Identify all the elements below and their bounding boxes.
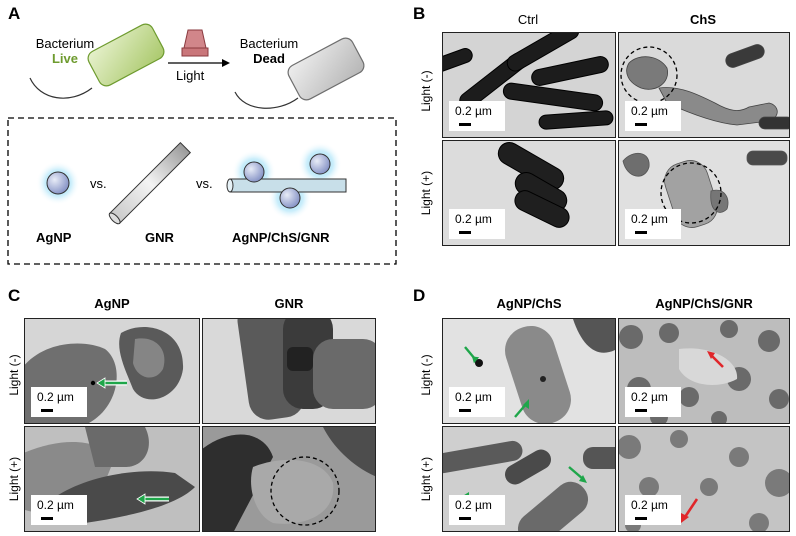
row-label-d-plus: Light (+) bbox=[419, 456, 433, 502]
scale-bar-line bbox=[635, 123, 647, 126]
dead-label: Bacterium Dead bbox=[234, 36, 304, 66]
tem-chs-light-plus: 0.2 µm bbox=[618, 140, 790, 246]
vs-label-1: vs. bbox=[90, 176, 107, 191]
agnp-label: AgNP bbox=[36, 230, 72, 245]
header-ctrl: Ctrl bbox=[517, 12, 539, 27]
scale-bar-text: 0.2 µm bbox=[631, 104, 668, 118]
agnp-icon bbox=[36, 161, 80, 205]
light-label: Light bbox=[176, 68, 205, 83]
scale-bar-text: 0.2 µm bbox=[37, 390, 74, 404]
comparison-box bbox=[7, 117, 397, 265]
scale-bar: 0.2 µm bbox=[31, 495, 87, 525]
row-label-b-minus: Light (-) bbox=[419, 70, 433, 112]
scale-bar-text: 0.2 µm bbox=[455, 104, 492, 118]
tem-agnp-chs-gnr-light-minus-image bbox=[619, 320, 789, 423]
vs-label-2: vs. bbox=[196, 176, 213, 191]
scale-bar-line bbox=[635, 409, 647, 412]
agnp-chs-gnr-label: AgNP/ChS/GNR bbox=[232, 230, 330, 245]
live-label: Bacterium Live bbox=[30, 36, 100, 66]
panel-letter-a: A bbox=[8, 4, 21, 23]
gnr-label: GNR bbox=[145, 230, 174, 245]
scale-bar-line bbox=[41, 517, 53, 520]
header-agnp: AgNP bbox=[94, 296, 130, 311]
row-label-c-minus: Light (-) bbox=[7, 354, 21, 396]
row-label-c-plus: Light (+) bbox=[7, 456, 21, 502]
row-label-b-plus: Light (+) bbox=[419, 170, 433, 216]
schematic-panel: Bacterium Live Light Bacterium Dead vs. … bbox=[0, 0, 405, 270]
tem-agnp-chs-light-minus-image bbox=[464, 319, 615, 423]
scale-bar-text: 0.2 µm bbox=[455, 498, 492, 512]
scale-bar-text: 0.2 µm bbox=[455, 212, 492, 226]
scale-bar-line bbox=[459, 409, 471, 412]
tem-agnp-chs-light-plus: 0.2 µm bbox=[442, 426, 616, 532]
scale-bar-line bbox=[459, 231, 471, 234]
dead-label-line2: Dead bbox=[253, 51, 285, 66]
scale-bar-text: 0.2 µm bbox=[631, 498, 668, 512]
process-arrow-head bbox=[222, 59, 230, 67]
scale-bar: 0.2 µm bbox=[31, 387, 87, 417]
live-label-line2: Live bbox=[51, 51, 78, 66]
tem-gnr-light-minus bbox=[202, 318, 376, 424]
scale-bar-line bbox=[635, 231, 647, 234]
scale-bar-line bbox=[459, 123, 471, 126]
tem-agnp-light-plus: 0.2 µm bbox=[24, 426, 200, 532]
scale-bar-line bbox=[41, 409, 53, 412]
scale-bar-text: 0.2 µm bbox=[631, 212, 668, 226]
scale-bar: 0.2 µm bbox=[449, 101, 505, 131]
tem-ctrl-light-plus: 0.2 µm bbox=[442, 140, 616, 246]
header-agnp-chs: AgNP/ChS bbox=[496, 296, 562, 311]
tem-gnr-light-minus-image bbox=[237, 319, 375, 420]
tem-agnp-chs-gnr-light-plus: 0.2 µm bbox=[618, 426, 790, 532]
tem-agnp-chs-light-minus: 0.2 µm bbox=[442, 318, 616, 424]
gnr-icon bbox=[108, 141, 192, 225]
light-source-icon bbox=[181, 29, 209, 57]
panel-letter-d: D bbox=[413, 286, 426, 305]
header-gnr: GNR bbox=[274, 296, 304, 311]
scale-bar-text: 0.2 µm bbox=[455, 390, 492, 404]
panel-letter-b: B bbox=[413, 4, 426, 23]
scale-bar-line bbox=[635, 517, 647, 520]
live-bacterium-icon bbox=[29, 23, 165, 99]
tem-chs-light-minus: 0.2 µm bbox=[618, 32, 790, 138]
scale-bar: 0.2 µm bbox=[625, 209, 681, 239]
tem-gnr-light-plus bbox=[202, 426, 376, 532]
tem-agnp-chs-gnr-light-minus: 0.2 µm bbox=[618, 318, 790, 424]
tem-ctrl-light-plus-image bbox=[497, 142, 570, 228]
panel-letter-c: C bbox=[8, 286, 21, 305]
scale-bar: 0.2 µm bbox=[449, 387, 505, 417]
scale-bar: 0.2 µm bbox=[449, 209, 505, 239]
tem-chs-light-minus-image bbox=[620, 44, 789, 130]
scale-bar-text: 0.2 µm bbox=[631, 390, 668, 404]
scale-bar: 0.2 µm bbox=[625, 101, 681, 131]
dead-label-line1: Bacterium bbox=[239, 36, 299, 51]
schematic-drawing bbox=[7, 23, 397, 265]
header-chs: ChS bbox=[690, 12, 716, 27]
tem-agnp-light-minus: 0.2 µm bbox=[24, 318, 200, 424]
agnp-chs-gnr-icon bbox=[226, 142, 347, 220]
row-label-d-minus: Light (-) bbox=[419, 354, 433, 396]
live-label-line1: Bacterium bbox=[35, 36, 95, 51]
scale-bar-line bbox=[459, 517, 471, 520]
scale-bar: 0.2 µm bbox=[625, 387, 681, 417]
header-agnp-chs-gnr: AgNP/ChS/GNR bbox=[655, 296, 753, 311]
tem-gnr-light-plus-image bbox=[203, 427, 375, 531]
dead-bacterium-icon bbox=[234, 37, 365, 109]
scale-bar: 0.2 µm bbox=[449, 495, 505, 525]
tem-ctrl-light-minus: 0.2 µm bbox=[442, 32, 616, 138]
scale-bar: 0.2 µm bbox=[625, 495, 681, 525]
scale-bar-text: 0.2 µm bbox=[37, 498, 74, 512]
tem-ctrl-light-minus-image bbox=[443, 33, 614, 130]
